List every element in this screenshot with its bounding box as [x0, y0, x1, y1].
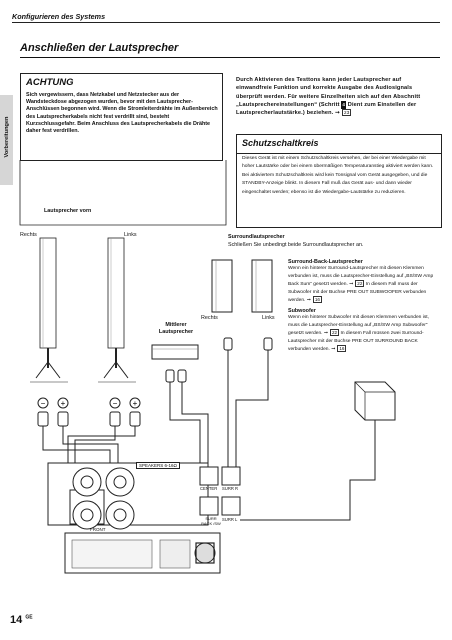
surround-right-label: Rechts	[201, 315, 218, 321]
test-tone-paragraph: Durch Aktivieren des Testtons kann jeder…	[236, 76, 436, 117]
surround-left-label: Links	[262, 315, 275, 321]
receiver-rear-panel	[64, 532, 221, 574]
surround-back-title: Surround-Back-Lautsprecher	[288, 259, 363, 265]
page-ref[interactable]: 22	[355, 280, 365, 288]
surr-l-terminal-label: SURR L	[222, 517, 238, 522]
surround-back-note: Surround-Back-Lautsprecher Wenn ein hint…	[288, 259, 440, 354]
warning-box: ACHTUNG Sich vergewissern, dass Netzkabe…	[20, 73, 223, 161]
surr-back-terminal-label: SURR BACK /SW	[201, 516, 221, 526]
surr-r-terminal-label: SURR R	[222, 486, 239, 491]
front-right-label: Rechts	[20, 232, 37, 238]
arrow-icon: ➞	[335, 110, 340, 117]
warning-title: ACHTUNG	[26, 77, 74, 88]
center-speaker-label: Mittlerer Lautsprecher	[148, 322, 204, 336]
svg-text:−: −	[113, 399, 118, 408]
header-rule	[12, 22, 440, 23]
test-tone-text-2: Dient zum Einstellen der Lautsprecherlau…	[236, 101, 417, 117]
subwoofer-icon	[354, 381, 396, 421]
page-ref[interactable]: 16	[312, 296, 322, 304]
side-tab	[0, 95, 13, 185]
page-ref[interactable]: 22	[330, 329, 340, 337]
surround-speaker-left-icon	[251, 259, 273, 313]
svg-text:+: +	[133, 399, 138, 408]
protection-rule	[237, 153, 441, 154]
front-speaker-bracket	[19, 160, 227, 226]
surround-title: Surroundlautsprecher	[228, 234, 285, 240]
protection-circuit-box: Schutzschaltkreis Dieses Gerät ist mit e…	[236, 134, 442, 228]
polarity-markers: − + − +	[37, 397, 141, 409]
protection-text: Dieses Gerät ist mit einem Schutzschaltk…	[242, 156, 434, 195]
subwoofer-title: Subwoofer	[288, 307, 316, 314]
subwoofer-text: Wenn ein hinterer Subwoofer mit diesen K…	[288, 314, 429, 353]
warning-text: Sich vergewissern, dass Netzkabel und Ne…	[26, 92, 218, 135]
front-terminal-label: FRONT	[90, 527, 106, 532]
page-ref[interactable]: 23	[342, 109, 352, 117]
center-speaker-icon	[151, 344, 199, 360]
center-speaker-label-1: Mittlerer	[165, 322, 187, 328]
speaker-terminal-panel	[47, 462, 209, 530]
speaker-cables	[42, 350, 376, 521]
protection-title: Schutzschaltkreis	[242, 138, 319, 148]
svg-text:+: +	[61, 399, 66, 408]
front-speaker-right-icon	[30, 237, 68, 383]
surround-back-text: Wenn ein hinterer Surround-Lautsprecher …	[288, 266, 434, 304]
surround-text: Schließen Sie unbedingt beide Surroundla…	[228, 242, 364, 248]
surround-terminal-block	[199, 466, 241, 516]
center-speaker-label-2: Lautsprecher	[158, 329, 194, 335]
running-header: Konfigurieren des Systems	[12, 12, 106, 21]
front-speakers-label: Lautsprecher vorn	[44, 208, 92, 214]
front-speaker-left-icon	[98, 237, 136, 383]
page-number: 14 GE	[10, 614, 33, 626]
center-terminal-label: CENTER	[200, 486, 218, 491]
speakers-impedance-label: SPEAKERS 6-16Ω	[136, 462, 180, 469]
front-left-label: Links	[124, 232, 137, 238]
step-badge: 4	[341, 100, 347, 110]
section-rule	[20, 57, 440, 58]
test-tone-text: Durch Aktivieren des Testtons kann jeder…	[236, 77, 421, 108]
surround-speaker-right-icon	[211, 259, 233, 313]
page-suffix: GE	[25, 614, 33, 621]
page-ref[interactable]: 16	[337, 345, 347, 353]
svg-text:−: −	[41, 399, 46, 408]
section-title: Anschließen der Lautsprecher	[20, 42, 179, 54]
